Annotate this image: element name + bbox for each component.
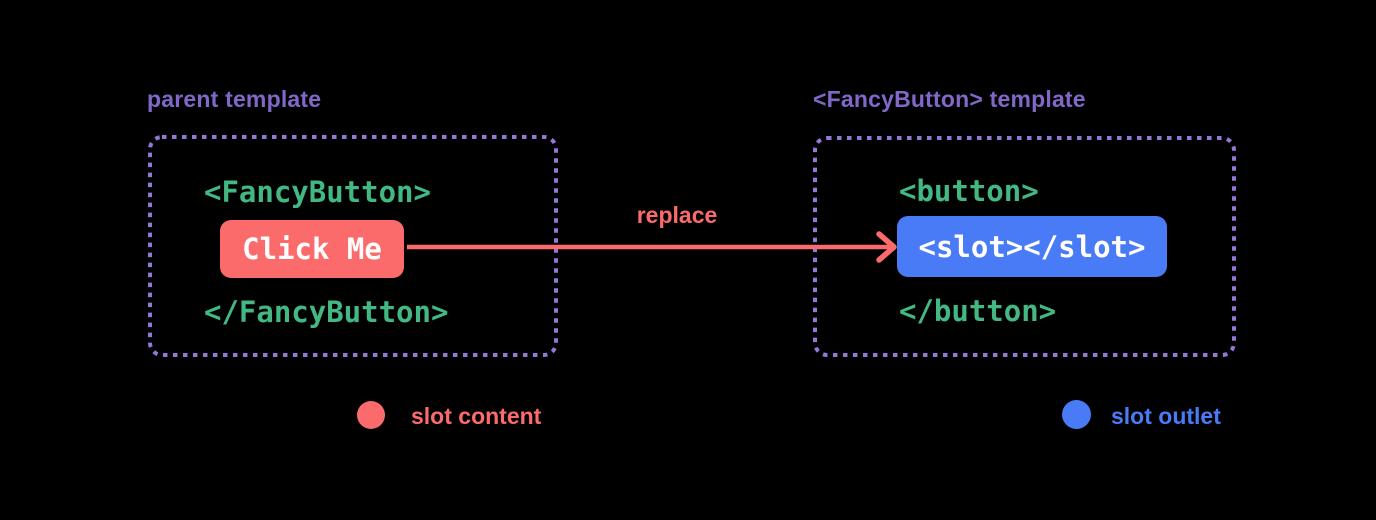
slot-content-label: slot content	[411, 403, 542, 429]
parent-code-close-tag: </FancyButton>	[204, 295, 449, 329]
parent-code-open-tag: <FancyButton>	[204, 175, 431, 209]
click-me-button: Click Me	[220, 220, 404, 278]
slot-outlet-label: slot outlet	[1111, 403, 1221, 429]
click-me-button-label: Click Me	[242, 232, 382, 266]
fancybutton-template-title: <FancyButton> template	[813, 86, 1086, 112]
replace-label: replace	[636, 202, 718, 228]
button-code-close-tag: </button>	[899, 294, 1057, 328]
replace-arrow-head	[876, 231, 897, 263]
slot-outlet-code: <slot></slot>	[918, 229, 1146, 264]
slot-outlet-dot	[1062, 400, 1091, 429]
button-code-open-tag: <button>	[899, 174, 1039, 208]
slot-content-dot	[357, 401, 385, 429]
parent-template-title: parent template	[147, 86, 322, 112]
slot-outlet-box: <slot></slot>	[897, 216, 1167, 277]
